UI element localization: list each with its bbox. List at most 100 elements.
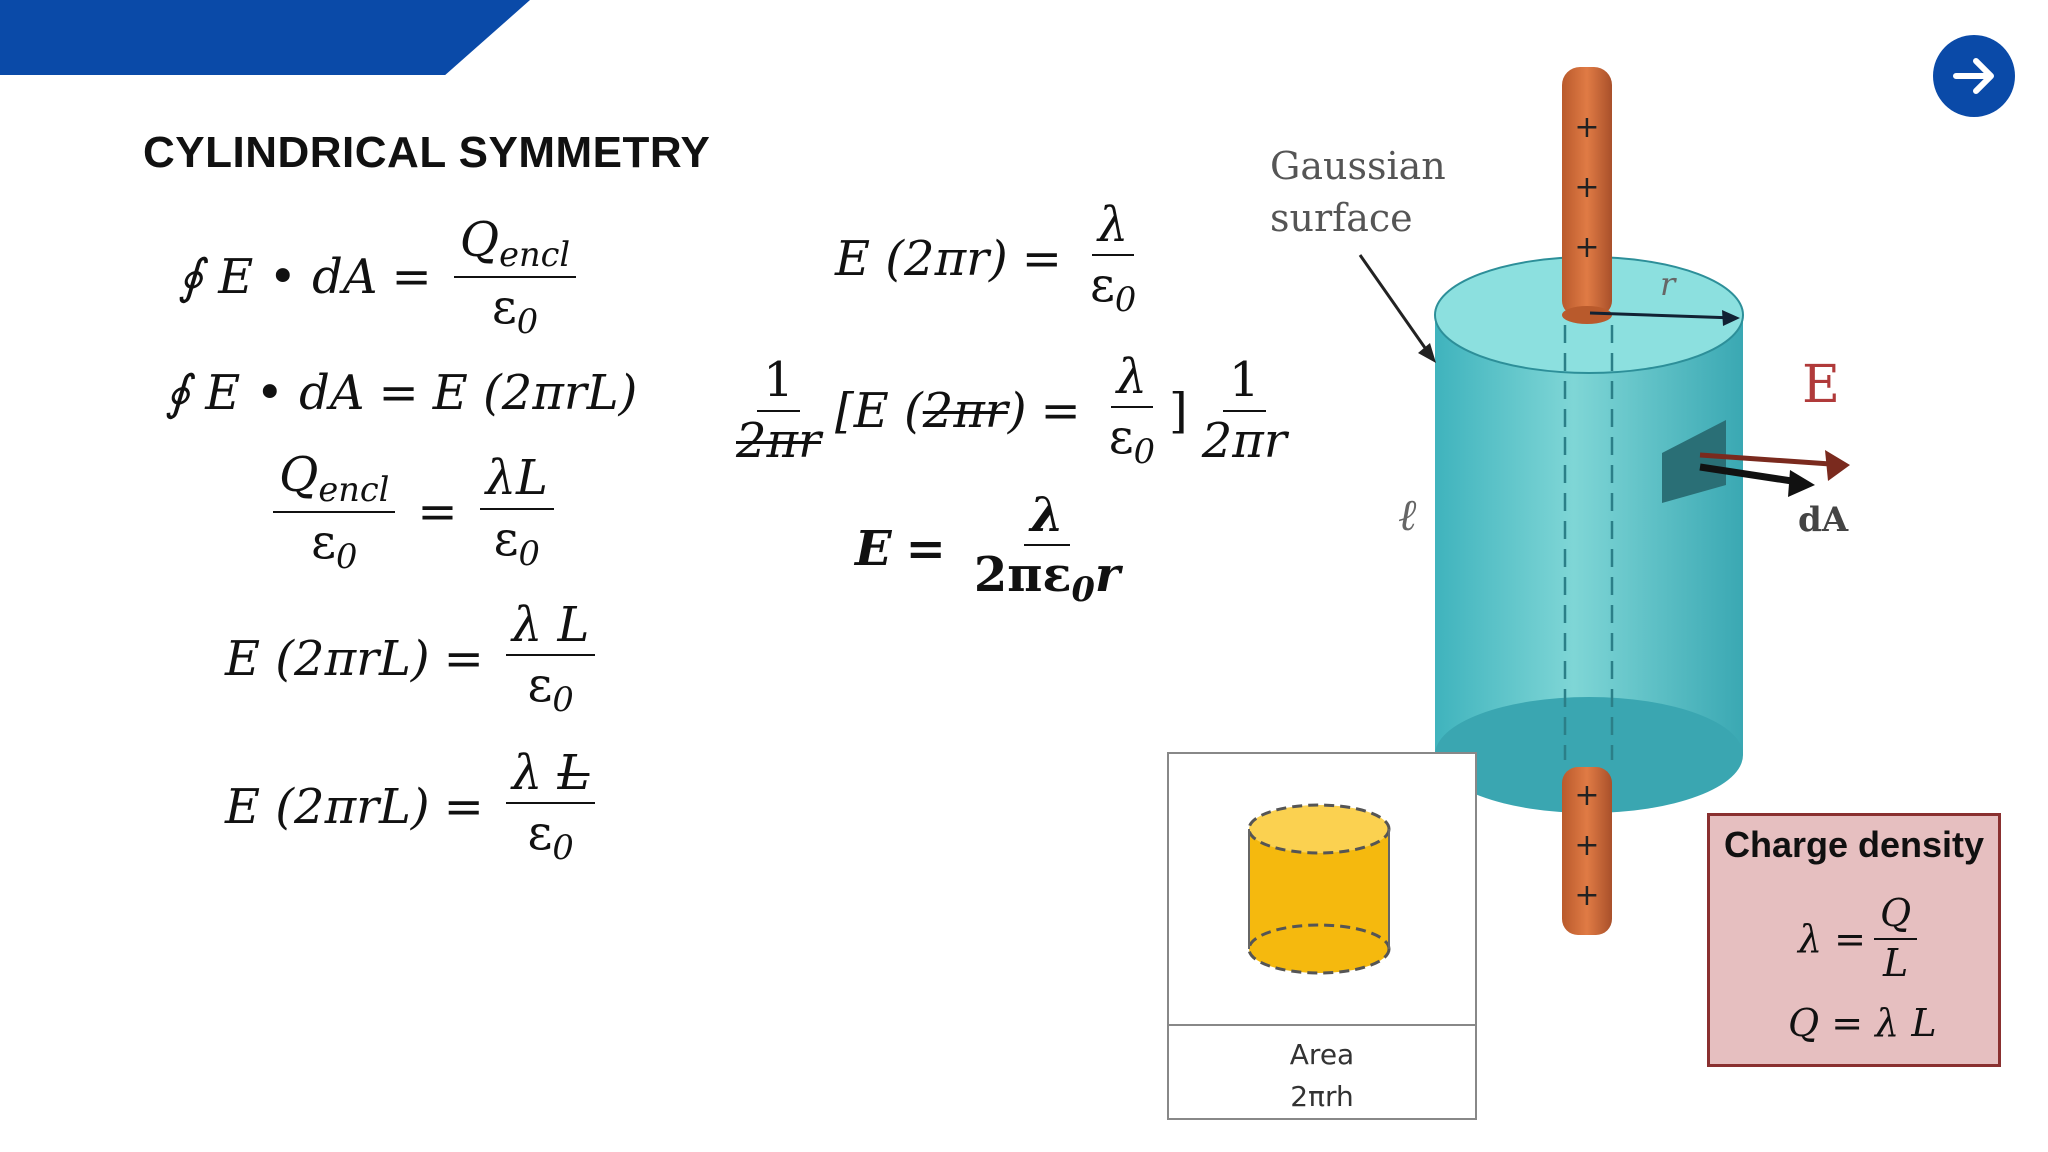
eq1-den: ε xyxy=(491,279,517,336)
area-caption: Area 2πrh xyxy=(1169,1034,1475,1118)
req3-den: 2πε xyxy=(973,547,1072,604)
inset-divider xyxy=(1169,1024,1475,1026)
req2-pre-fraction: 1 2πr xyxy=(730,355,827,466)
eq3-op: = xyxy=(417,484,458,541)
eq5-den-sub: 0 xyxy=(552,828,574,868)
req1-num: λ xyxy=(1091,200,1135,257)
eq1-lhs: ∮ E • dA xyxy=(178,249,378,306)
charge-density-eq2: Q = λ L xyxy=(1788,1001,1937,1045)
eq5-lhs: E (2πrL) xyxy=(225,778,430,835)
req2-bracket-close: ] xyxy=(1169,382,1188,439)
req2-den: ε xyxy=(1108,409,1134,466)
eq2-op: = xyxy=(378,365,419,421)
req2-post-num: 1 xyxy=(1222,355,1266,412)
req2-cancelled: 2πr xyxy=(922,382,1008,439)
eq4-num: λ L xyxy=(505,600,596,657)
equation-field-length-cancel: E (2πrL) = λ L ε0 xyxy=(225,748,603,866)
charge-eq1-den: L xyxy=(1882,940,1909,985)
eq3-lhs-num: Q xyxy=(279,447,319,503)
req1-den-sub: 0 xyxy=(1114,280,1137,320)
equation-divide-both-sides: 1 2πr [E (2πr) = λ ε0 ] 1 2πr xyxy=(722,352,1301,470)
req2-den-sub: 0 xyxy=(1133,432,1156,472)
equation-final-result: E = λ 2πε0r xyxy=(855,490,1134,608)
eq4-op: = xyxy=(443,630,484,687)
req3-num: λ xyxy=(1024,490,1070,547)
eq1-op: = xyxy=(391,249,432,306)
field-vector-label: E xyxy=(1802,355,1840,415)
req2-bracket-mid: ) xyxy=(1007,382,1027,439)
eq5-op: = xyxy=(443,778,484,835)
req2-op: = xyxy=(1040,382,1081,439)
req1-den: ε xyxy=(1090,257,1115,314)
eq5-den: ε xyxy=(527,805,553,862)
eq2-lhs: ∮ E • dA xyxy=(165,365,365,421)
req3-den-tail: r xyxy=(1094,547,1121,604)
cylinder-body xyxy=(1435,315,1743,755)
req2-pre-num: 1 xyxy=(757,355,800,412)
eq3-lhs-fraction: Qencl ε0 xyxy=(273,447,396,577)
req3-fraction: λ 2πε0r xyxy=(968,490,1126,608)
req1-lhs: E (2πr) xyxy=(835,230,1008,287)
eq3-rhs-fraction: λL ε0 xyxy=(479,453,554,573)
gaussian-label-line2: surface xyxy=(1270,196,1413,240)
charge-density-box: Charge density λ = Q L Q = λ L xyxy=(1707,813,2001,1067)
charge-plus-5: + xyxy=(1574,828,1599,863)
req2-bracket-open: [E ( xyxy=(835,382,923,439)
header-banner xyxy=(0,0,530,75)
arrow-right-icon xyxy=(1953,58,1994,94)
eq1-num: Q xyxy=(459,212,500,268)
equation-gauss-law: ∮ E • dA = Qencl ε0 xyxy=(178,215,584,340)
req3-den-sub: 0 xyxy=(1071,569,1095,610)
charge-density-eq1: λ = Q L xyxy=(1798,893,1925,985)
gaussian-label-line1: Gaussian xyxy=(1270,144,1446,188)
slide-title: CYLINDRICAL SYMMETRY xyxy=(143,128,711,177)
eq4-den: ε xyxy=(527,657,553,714)
charge-eq1-num: Q xyxy=(1874,893,1918,940)
eq3-lhs-den-sub: 0 xyxy=(335,537,358,577)
req2-pre-den: 2πr xyxy=(736,412,822,469)
area-caption-line1: Area xyxy=(1289,1038,1355,1071)
equation-flux-cylinder: ∮ E • dA = E (2πrL) xyxy=(165,365,637,421)
eq1-den-sub: 0 xyxy=(516,302,539,342)
charge-plus-4: + xyxy=(1574,778,1599,813)
eq4-den-sub: 0 xyxy=(552,680,574,720)
charge-plus-2: + xyxy=(1574,170,1599,205)
charged-rod-upper xyxy=(1562,85,1612,315)
eq4-fraction: λ L ε0 xyxy=(505,600,596,720)
cylinder-bottom xyxy=(1435,697,1743,813)
charge-plus-1: + xyxy=(1574,110,1599,145)
eq3-lhs-num-sub: encl xyxy=(318,470,390,510)
equation-field-radius: E (2πr) = λ ε0 xyxy=(835,200,1150,318)
charge-plus-3: + xyxy=(1574,230,1599,265)
req1-op: = xyxy=(1021,230,1062,287)
cylinder-area-inset: Area 2πrh xyxy=(1167,752,1477,1120)
gaussian-surface-label: Gaussian surface xyxy=(1270,140,1446,244)
req1-fraction: λ ε0 xyxy=(1084,200,1142,318)
eq5-num: λ xyxy=(511,745,543,801)
charge-eq1-fraction: Q L xyxy=(1874,893,1918,985)
next-slide-button[interactable] xyxy=(1933,35,2015,117)
area-caption-line2: 2πrh xyxy=(1290,1080,1354,1113)
length-label: ℓ xyxy=(1398,490,1417,541)
equation-field-length: E (2πrL) = λ L ε0 xyxy=(225,600,603,718)
eq1-num-sub: encl xyxy=(499,235,571,275)
charge-plus-6: + xyxy=(1574,878,1599,913)
radius-label: r xyxy=(1660,265,1676,303)
charge-eq1-lhs: λ = xyxy=(1798,916,1867,961)
yellow-cylinder-illustration xyxy=(1247,803,1391,975)
eq3-rhs-den-sub: 0 xyxy=(518,533,540,573)
charge-density-title: Charge density xyxy=(1723,824,1985,865)
area-element-patch xyxy=(1662,420,1726,503)
eq2-rhs: E (2πrL) xyxy=(432,365,638,421)
eq1-fraction: Qencl ε0 xyxy=(453,212,577,342)
req2-num: λ xyxy=(1110,352,1154,409)
req2-post-fraction: 1 2πr xyxy=(1196,355,1293,466)
eq3-rhs-den: ε xyxy=(493,510,519,567)
charged-rod-bottom xyxy=(1562,767,1612,935)
eq5-fraction: λ L ε0 xyxy=(505,745,596,868)
req2-post-den: 2πr xyxy=(1201,412,1287,469)
req3-op: = xyxy=(905,520,946,577)
eq4-lhs: E (2πrL) xyxy=(225,630,430,687)
area-vector-label: dA xyxy=(1798,500,1849,540)
eq5-num-cancelled: L xyxy=(557,745,590,801)
